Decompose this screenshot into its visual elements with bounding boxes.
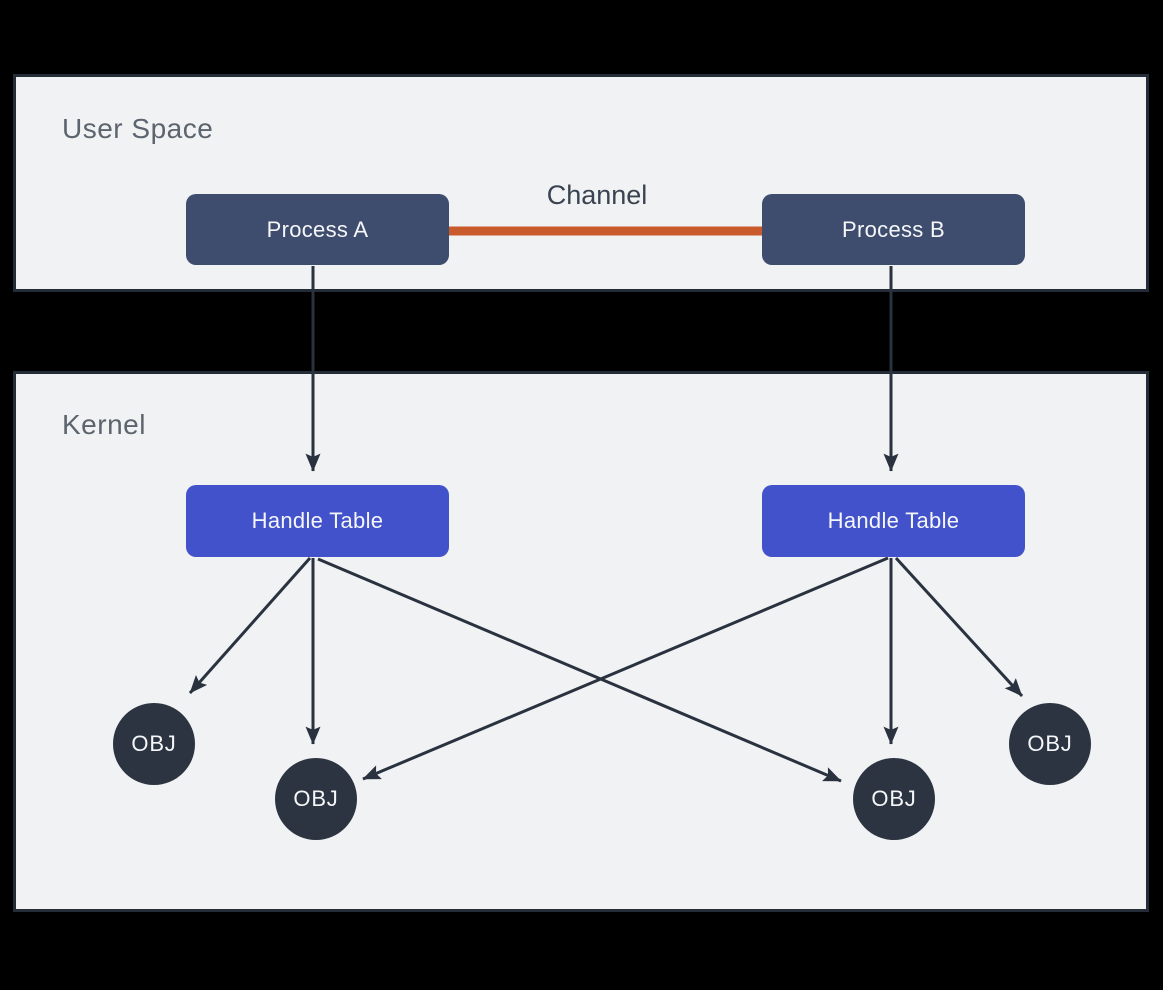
handle-table-b-node: Handle Table [762,485,1025,557]
kernel-label: Kernel [62,409,146,440]
obj-2-label: OBJ [293,786,339,811]
obj-3-label: OBJ [871,786,917,811]
kernel-panel [13,371,1149,912]
process-a-label: Process A [266,216,369,242]
user-space-label: User Space [62,113,214,144]
handle-table-a-label: Handle Table [251,508,384,533]
process-a-node: Process A [186,194,449,265]
handle-table-b-label: Handle Table [827,508,960,533]
process-b-label: Process B [842,216,945,242]
obj-circle-1: OBJ [113,703,195,785]
handle-table-a-node: Handle Table [186,485,449,557]
obj-circle-4: OBJ [1009,703,1091,785]
process-b-node: Process B [762,194,1025,265]
obj-circle-2: OBJ [275,758,357,840]
obj-4-label: OBJ [1027,731,1073,756]
obj-1-label: OBJ [131,731,177,756]
channel-label: Channel [546,180,648,210]
obj-circle-3: OBJ [853,758,935,840]
